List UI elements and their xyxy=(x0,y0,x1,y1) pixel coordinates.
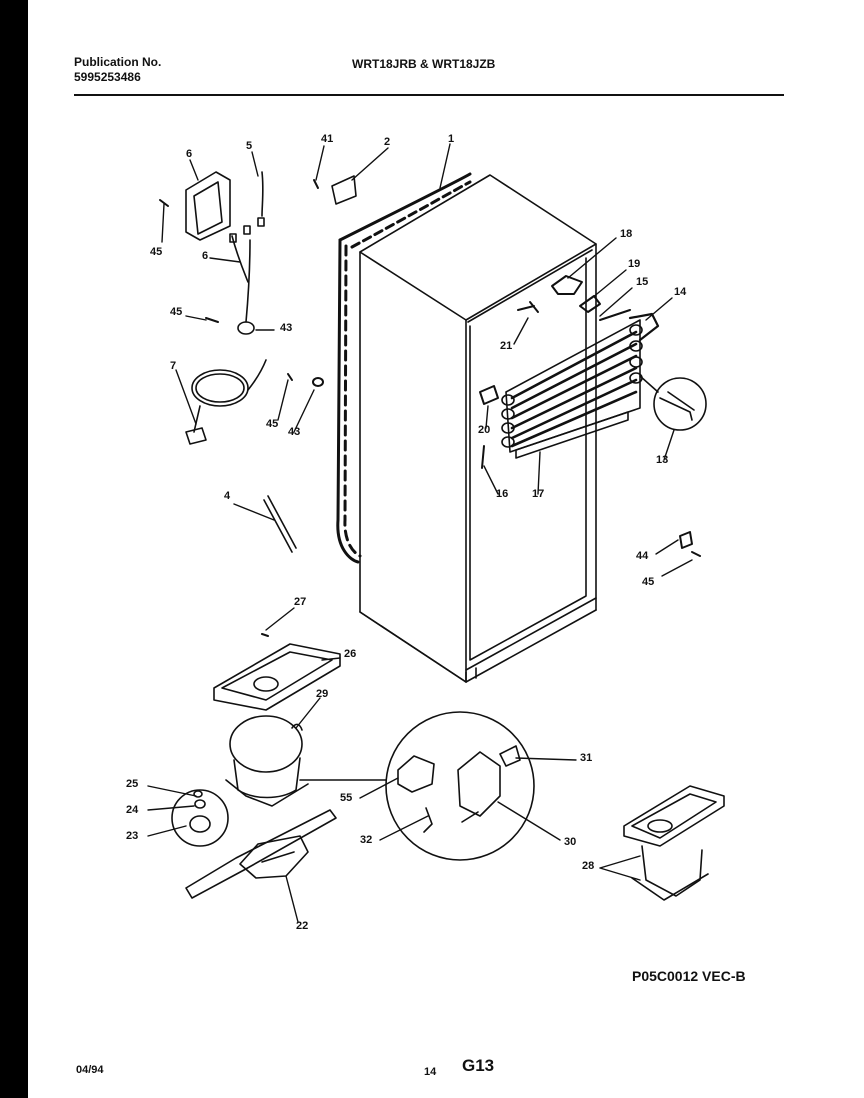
callout-44: 44 xyxy=(636,550,649,562)
callout-32: 32 xyxy=(360,834,373,846)
footer-date: 04/94 xyxy=(76,1064,104,1076)
callout-26: 26 xyxy=(344,648,357,660)
callout-4: 4 xyxy=(224,490,231,502)
screws-and-clips xyxy=(159,179,701,637)
refrigerator-cabinet xyxy=(359,174,597,683)
callout-23: 23 xyxy=(126,830,139,842)
callout-18: 18 xyxy=(620,228,633,240)
drain-pan xyxy=(213,643,341,711)
compressor-grommet xyxy=(171,789,229,847)
drain-tube xyxy=(263,495,297,553)
callout-24: 24 xyxy=(126,804,139,816)
callout-43-b: 43 xyxy=(288,426,301,438)
bracket-part xyxy=(331,175,357,205)
callout-28: 28 xyxy=(582,860,595,872)
callout-45-b: 45 xyxy=(170,306,183,318)
callout-15: 15 xyxy=(636,276,649,288)
callout-45-d: 45 xyxy=(642,576,655,588)
callout-7: 7 xyxy=(170,360,177,372)
callout-17: 17 xyxy=(532,488,545,500)
compressor-base-plate xyxy=(185,809,337,899)
condenser-coil xyxy=(336,172,472,564)
header-rule xyxy=(74,94,784,96)
evaporator-coil xyxy=(501,312,660,459)
leader-lines xyxy=(147,143,693,923)
detail-circle-relay xyxy=(299,711,535,861)
callout-14: 14 xyxy=(674,286,687,298)
model-numbers: WRT18JRB & WRT18JZB xyxy=(352,57,496,71)
callout-16: 16 xyxy=(496,488,509,500)
callout-30: 30 xyxy=(564,836,577,848)
frame-part xyxy=(185,171,231,241)
callout-1: 1 xyxy=(448,133,455,145)
callout-6: 6 xyxy=(202,250,209,262)
callout-41: 41 xyxy=(321,133,334,145)
callout-27: 27 xyxy=(294,596,307,608)
footer-section-code: G13 xyxy=(462,1056,495,1075)
power-cord xyxy=(185,359,267,445)
evaporator-small-parts xyxy=(479,275,631,469)
callout-29: 29 xyxy=(316,688,329,700)
callout-2: 2 xyxy=(384,136,391,148)
callout-19: 19 xyxy=(628,258,641,270)
callout-55: 55 xyxy=(340,792,353,804)
callout-20: 20 xyxy=(478,424,491,436)
callout-45-c: 45 xyxy=(266,418,279,430)
publication-number: 5995253486 xyxy=(74,70,141,84)
callout-45-a: 45 xyxy=(150,246,163,258)
detail-circle-drain-heater xyxy=(639,375,707,431)
compressor xyxy=(225,715,309,807)
publication-label: Publication No. xyxy=(74,55,162,69)
callout-25: 25 xyxy=(126,778,139,790)
compressor-assembly xyxy=(623,785,725,901)
callout-6-top: 6 xyxy=(186,148,193,160)
callout-43-a: 43 xyxy=(280,322,293,334)
callout-22: 22 xyxy=(296,920,309,932)
drawing-code: P05C0012 VEC-B xyxy=(632,968,746,984)
wiring-harness xyxy=(229,171,265,335)
footer-page-number: 14 xyxy=(424,1066,437,1078)
callout-5: 5 xyxy=(246,140,253,152)
callout-31: 31 xyxy=(580,752,593,764)
callout-21: 21 xyxy=(500,340,513,352)
diagram-sheet xyxy=(28,0,864,1098)
callout-13: 13 xyxy=(656,454,669,466)
